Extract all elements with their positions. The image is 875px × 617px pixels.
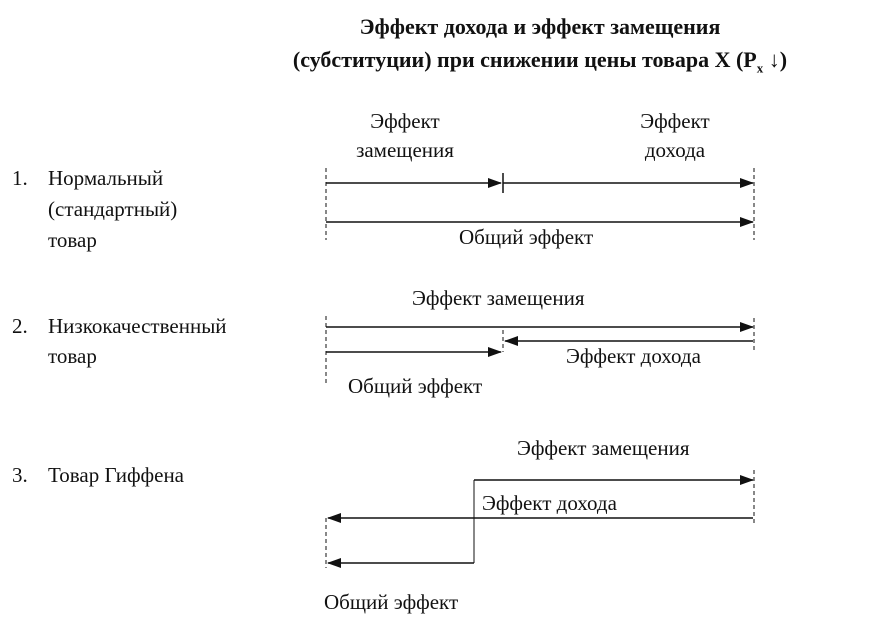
title-line-2-text: (субституции) при снижении цены товара X… xyxy=(292,47,757,72)
case1-total-label: Общий эффект xyxy=(459,225,594,249)
case1-income-label-line-2: дохода xyxy=(644,138,706,162)
title-line-1: Эффект дохода и эффект замещения xyxy=(359,14,721,39)
case1-substitution-label-line-2: замещения xyxy=(356,138,454,162)
case1-number: 1. xyxy=(12,166,28,190)
case3-income-label: Эффект дохода xyxy=(482,491,617,515)
case3-number: 3. xyxy=(12,463,28,487)
case2-total-label: Общий эффект xyxy=(348,374,483,398)
diagram-title: Эффект дохода и эффект замещения (субсти… xyxy=(240,10,840,84)
case2-income-label: Эффект дохода xyxy=(566,344,701,368)
case3-label: Товар Гиффена xyxy=(48,463,185,487)
case1-label-line-3: товар xyxy=(48,228,97,252)
title-line-2: (субституции) при снижении цены товара X… xyxy=(240,43,840,84)
case2-substitution-label: Эффект замещения xyxy=(412,286,585,310)
case3-substitution-label: Эффект замещения xyxy=(517,436,690,460)
case1-label-line-2: (стандартный) xyxy=(48,197,178,221)
case1-label-line-1: Нормальный xyxy=(48,166,164,190)
title-line-2-end: ↓) xyxy=(763,47,788,72)
title-price-subscript: x xyxy=(756,60,764,76)
case2-label-line-1: Низкокачественный xyxy=(48,314,227,338)
case2-label-line-2: товар xyxy=(48,344,97,368)
case2-number: 2. xyxy=(12,314,28,338)
case1-substitution-label-line-1: Эффект xyxy=(370,109,440,133)
case3-total-label: Общий эффект xyxy=(324,590,459,614)
case1-income-label-line-1: Эффект xyxy=(640,109,710,133)
